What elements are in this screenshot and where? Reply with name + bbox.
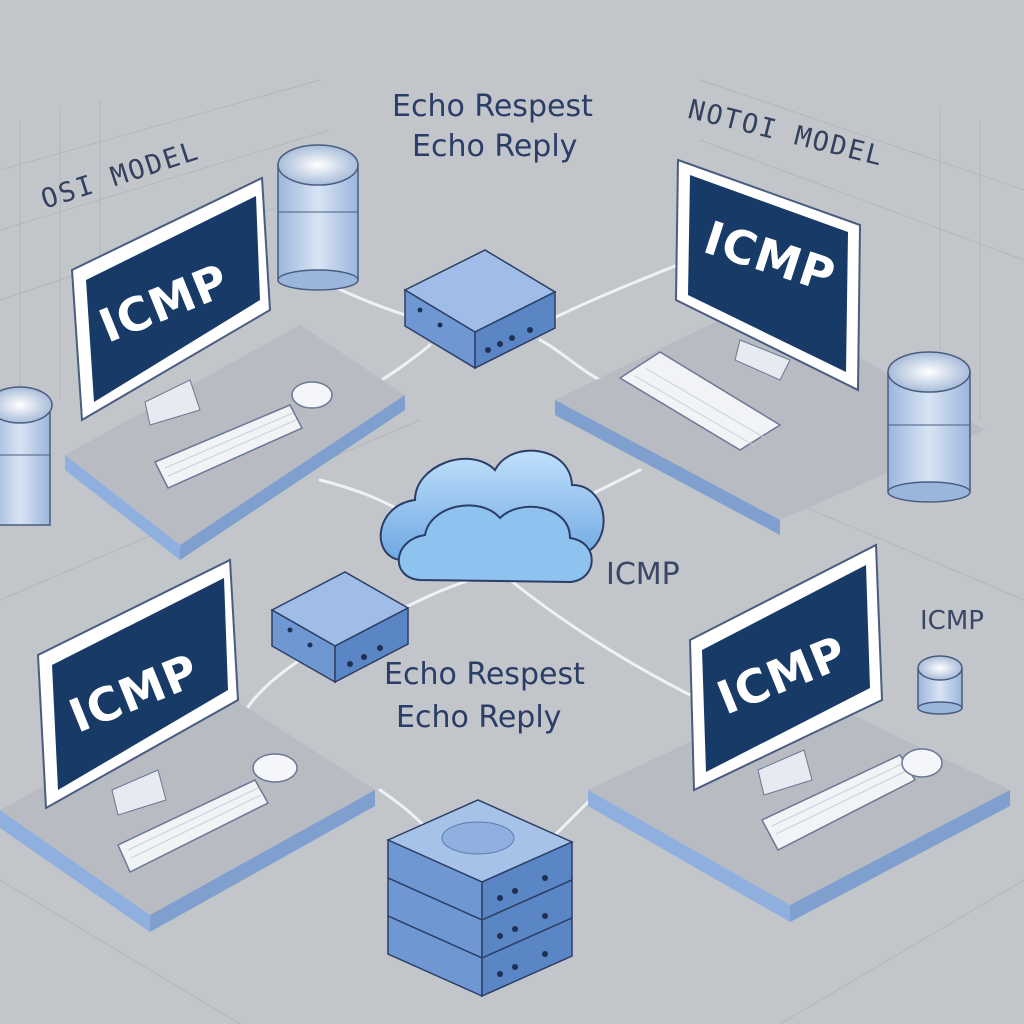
echo-reply-top-label: Echo Reply	[412, 129, 578, 164]
workstation-bottom-left	[0, 558, 375, 932]
echo-request-top-label: Echo Respest	[392, 89, 593, 124]
echo-reply-bottom-label: Echo Reply	[396, 700, 562, 735]
workstation-bottom-right	[588, 543, 1010, 922]
mouse-bottom-right	[901, 748, 943, 778]
storage-cylinder-left	[0, 386, 53, 526]
keyboard-top-left	[153, 404, 304, 489]
mouse-bottom-left	[252, 753, 298, 783]
cable-cloud-to-pc-bottom-right	[508, 578, 702, 702]
workstation-top-right	[555, 158, 985, 535]
network-switch-bottom	[270, 571, 410, 684]
cable-cloud-to-switch-bottom	[398, 578, 472, 612]
storage-cylinder-small	[917, 655, 963, 715]
mouse-top-left	[291, 381, 333, 409]
monitor-screen-top-left	[86, 196, 260, 402]
cable-pc-top-left-to-cloud	[318, 478, 402, 512]
monitor-screen-bottom-left	[52, 578, 228, 790]
icmp-floating-label: ICMP	[606, 557, 680, 592]
server-stack	[386, 799, 574, 998]
echo-request-bottom-label: Echo Respest	[384, 657, 585, 692]
keyboard-bottom-right	[760, 754, 917, 852]
cloud-icon	[379, 449, 605, 584]
storage-cylinder-top	[277, 144, 359, 291]
monitor-screen-top-right	[688, 175, 848, 372]
monitor-screen-bottom-right	[702, 565, 870, 772]
keyboard-bottom-left	[117, 779, 270, 874]
icmp-small-label: ICMP	[920, 606, 984, 636]
cable-pc-top-right-to-switch	[548, 258, 692, 322]
workstation-top-left	[65, 176, 405, 560]
network-switch-top	[403, 249, 557, 370]
desk-bottom-left	[0, 690, 375, 915]
cable-switch-to-pc-top-right	[538, 338, 602, 382]
storage-cylinder-right	[887, 351, 971, 503]
background-grid	[0, 79, 1024, 1024]
